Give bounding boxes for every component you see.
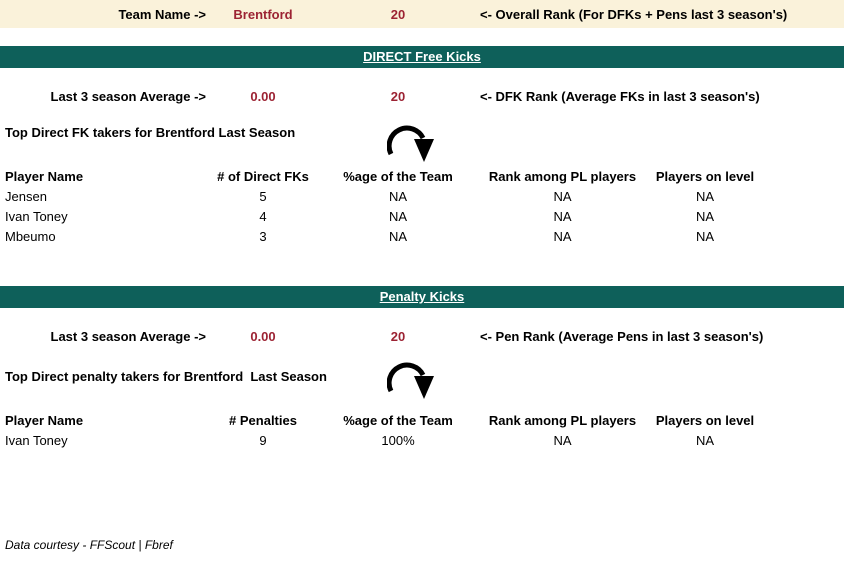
table-row: Ivan Toney 9 100% NA NA (0, 430, 844, 450)
column-header: Rank among PL players (488, 168, 637, 184)
pen-section-header: Penalty Kicks (0, 286, 844, 308)
players-on-level-value: NA (695, 432, 715, 448)
pen-average-value: 0.00 (250, 328, 276, 344)
overall-rank-value: 20 (390, 6, 406, 22)
players-on-level-value: NA (695, 228, 715, 244)
table-row: Mbeumo 3 NA NA NA (0, 226, 844, 246)
pen-average-row: Last 3 season Average -> 0.00 20 <- Pen … (0, 328, 844, 344)
column-header: # Penalties (229, 412, 297, 428)
players-on-level-value: NA (695, 188, 715, 204)
column-header: Players on level (655, 412, 755, 428)
team-name-value[interactable]: Brentford (233, 6, 293, 22)
column-header: Player Name (5, 412, 84, 428)
dfk-average-value: 0.00 (250, 88, 276, 104)
pen-table-header-row: Player Name # Penalties %age of the Team… (0, 410, 844, 430)
curved-down-arrow-icon (387, 125, 434, 162)
direct-fks-value: 5 (259, 188, 267, 204)
dfk-average-label: Last 3 season Average -> (50, 88, 206, 104)
dfk-table: Player Name # of Direct FKs %age of the … (0, 166, 844, 246)
team-percentage-value: NA (388, 208, 408, 224)
pen-section-title: Penalty Kicks (379, 289, 465, 304)
pl-rank-value: NA (553, 432, 572, 448)
players-on-level-value: NA (695, 208, 715, 224)
table-row: Jensen 5 NA NA NA (0, 186, 844, 206)
column-header: Rank among PL players (488, 412, 637, 428)
dfk-rank-note: <- DFK Rank (Average FKs in last 3 seaso… (480, 88, 760, 104)
column-header: Player Name (5, 168, 84, 184)
pen-rank-value: 20 (390, 328, 406, 344)
player-name: Ivan Toney (5, 208, 68, 224)
column-header: # of Direct FKs (217, 168, 309, 184)
column-header: Players on level (655, 168, 755, 184)
pl-rank-value: NA (553, 208, 572, 224)
column-header: %age of the Team (343, 168, 453, 184)
pen-rank-note: <- Pen Rank (Average Pens in last 3 seas… (480, 328, 764, 344)
team-percentage-value: NA (388, 188, 408, 204)
dfk-section-title: DIRECT Free Kicks (363, 49, 481, 64)
table-row: Ivan Toney 4 NA NA NA (0, 206, 844, 226)
pl-rank-value: NA (553, 228, 572, 244)
team-name-label: Team Name -> (118, 6, 206, 22)
direct-fks-value: 4 (259, 208, 267, 224)
team-percentage-value: NA (388, 228, 408, 244)
curved-down-arrow-icon (387, 362, 434, 399)
column-header: %age of the Team (343, 412, 453, 428)
pl-rank-value: NA (553, 188, 572, 204)
data-credit: Data courtesy - FFScout | Fbref (5, 538, 173, 552)
player-name: Mbeumo (5, 228, 56, 244)
direct-fks-value: 3 (259, 228, 267, 244)
dfk-subtitle: Top Direct FK takers for Brentford Last … (5, 125, 296, 140)
pen-table: Player Name # Penalties %age of the Team… (0, 410, 844, 450)
dfk-section-header: DIRECT Free Kicks (0, 46, 844, 68)
team-header-bar: Team Name -> Brentford 20 <- Overall Ran… (0, 0, 844, 28)
player-name: Ivan Toney (5, 432, 68, 448)
pen-average-label: Last 3 season Average -> (50, 328, 206, 344)
pen-subtitle: Top Direct penalty takers for Brentford … (5, 369, 327, 384)
dfk-table-header-row: Player Name # of Direct FKs %age of the … (0, 166, 844, 186)
dfk-average-row: Last 3 season Average -> 0.00 20 <- DFK … (0, 88, 844, 104)
team-percentage-value: 100% (381, 432, 415, 448)
dfk-rank-value: 20 (390, 88, 406, 104)
player-name: Jensen (5, 188, 47, 204)
penalties-value: 9 (259, 432, 267, 448)
overall-rank-note: <- Overall Rank (For DFKs + Pens last 3 … (480, 6, 788, 22)
